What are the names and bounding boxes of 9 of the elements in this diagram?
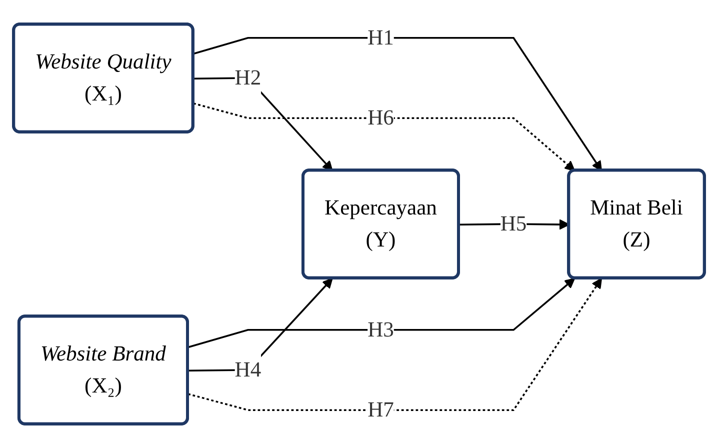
arrow [193, 102, 576, 171]
edge-label: H5 [500, 210, 527, 235]
arrow [188, 277, 576, 348]
edge-label: H2 [234, 64, 262, 89]
edge-label: H6 [368, 105, 394, 129]
edge-label: H1 [368, 24, 394, 49]
edge-label: H7 [368, 397, 394, 421]
edge-label: H4 [234, 356, 262, 381]
edge-label: H3 [368, 316, 394, 341]
